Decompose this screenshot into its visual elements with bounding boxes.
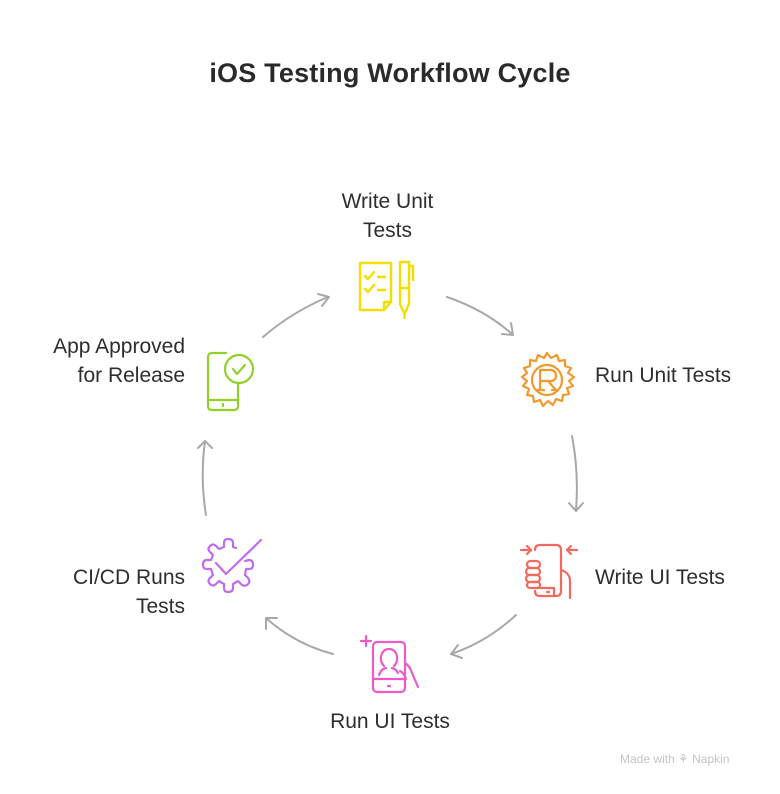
step-label-write-unit-tests: Write Unit Tests (305, 187, 470, 245)
label-line: for Release (77, 364, 185, 387)
checklist-pen-icon (358, 260, 415, 320)
step-label-run-unit-tests: Run Unit Tests (595, 361, 731, 390)
gear-r-badge-icon (520, 351, 576, 408)
label-line: Run Unit Tests (595, 364, 732, 387)
arrow-cicd-to-approved (197, 440, 213, 516)
step-label-run-ui-tests: Run UI Tests (300, 707, 480, 736)
label-line: Write Unit (341, 190, 434, 213)
arrow-run-ui-to-cicd (265, 617, 334, 655)
arrow-run-unit-to-write-ui (568, 435, 584, 512)
label-line: CI/CD Runs (72, 566, 185, 589)
label-line: Write UI Tests (595, 566, 725, 589)
step-label-write-ui-tests: Write UI Tests (595, 563, 725, 592)
label-line: App Approved (53, 335, 185, 358)
arrow-approved-to-write-unit (262, 293, 330, 338)
label-line: Tests (362, 219, 412, 242)
arrow-write-unit-to-run-unit (446, 296, 514, 336)
gear-check-icon (201, 538, 263, 594)
diagram-title: iOS Testing Workflow Cycle (209, 58, 571, 88)
phone-profile-tap-icon (360, 634, 420, 694)
phone-check-icon (206, 351, 255, 412)
hand-phone-icon (519, 543, 579, 600)
step-label-app-approved: App Approved for Release (20, 332, 185, 390)
label-line: Tests (135, 595, 185, 618)
step-label-cicd-runs-tests: CI/CD Runs Tests (30, 563, 185, 621)
label-line: Run UI Tests (330, 710, 450, 733)
napkin-watermark: Made with ⚘ Napkin (620, 752, 730, 766)
arrow-write-ui-to-run-ui (450, 614, 517, 659)
